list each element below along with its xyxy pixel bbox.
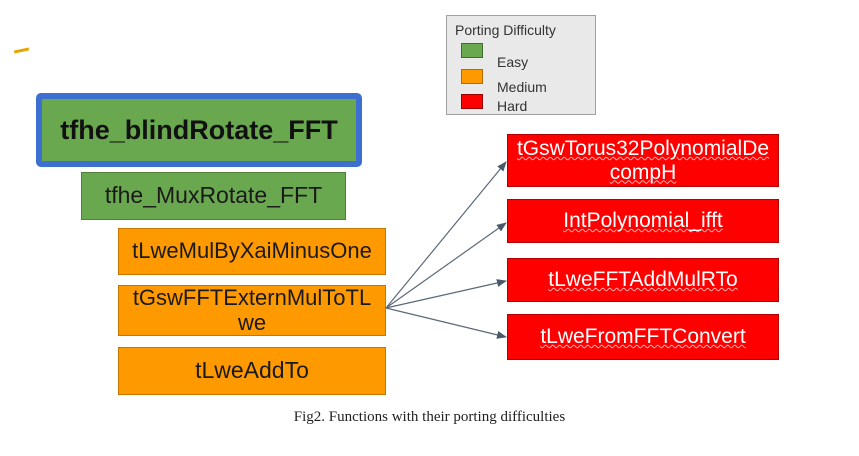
node-from-fft: tLweFromFFTConvert [507, 314, 779, 360]
node-mux-rotate: tfhe_MuxRotate_FFT [81, 172, 346, 220]
legend-label-easy: Easy [497, 54, 529, 70]
node-from-fft-label: tLweFromFFTConvert [540, 325, 746, 349]
arrow-to-from-fft [385, 307, 507, 339]
node-lwe-add: tLweAddTo [118, 347, 386, 395]
legend-label-medium: Medium [497, 79, 547, 95]
node-blind-rotate-label: tfhe_blindRotate_FFT [60, 114, 338, 145]
node-decomp-label: tGswTorus32PolynomialDecompH [516, 136, 770, 184]
node-lwe-add-label: tLweAddTo [195, 357, 309, 384]
legend-swatch-medium [461, 69, 483, 84]
legend-swatch-easy [461, 43, 483, 58]
arrow-to-add-mul [385, 279, 507, 309]
arrow-to-decomp [385, 161, 507, 309]
node-gsw-fft-label: tGswFFTExternMulToTLwe [132, 284, 372, 335]
node-mul-xai-label: tLweMulByXaiMinusOne [132, 238, 372, 264]
legend-swatch-hard [461, 94, 483, 109]
node-add-mul: tLweFFTAddMulRTo [507, 258, 779, 302]
legend: Porting Difficulty Easy Medium Hard [446, 15, 596, 115]
node-ifft: IntPolynomial_ifft [507, 199, 779, 243]
node-decomp: tGswTorus32PolynomialDecompH [507, 134, 779, 187]
node-gsw-fft: tGswFFTExternMulToTLwe [118, 285, 386, 336]
node-ifft-label: IntPolynomial_ifft [563, 209, 723, 233]
node-mux-rotate-label: tfhe_MuxRotate_FFT [104, 182, 323, 209]
legend-title: Porting Difficulty [455, 22, 556, 38]
node-mul-xai: tLweMulByXaiMinusOne [118, 228, 386, 275]
node-blind-rotate: tfhe_blindRotate_FFT [36, 93, 362, 167]
node-add-mul-label: tLweFFTAddMulRTo [548, 268, 738, 292]
legend-label-hard: Hard [497, 98, 528, 114]
arrow-to-ifft [385, 222, 507, 309]
figure-caption: Fig2. Functions with their porting diffi… [293, 409, 566, 425]
